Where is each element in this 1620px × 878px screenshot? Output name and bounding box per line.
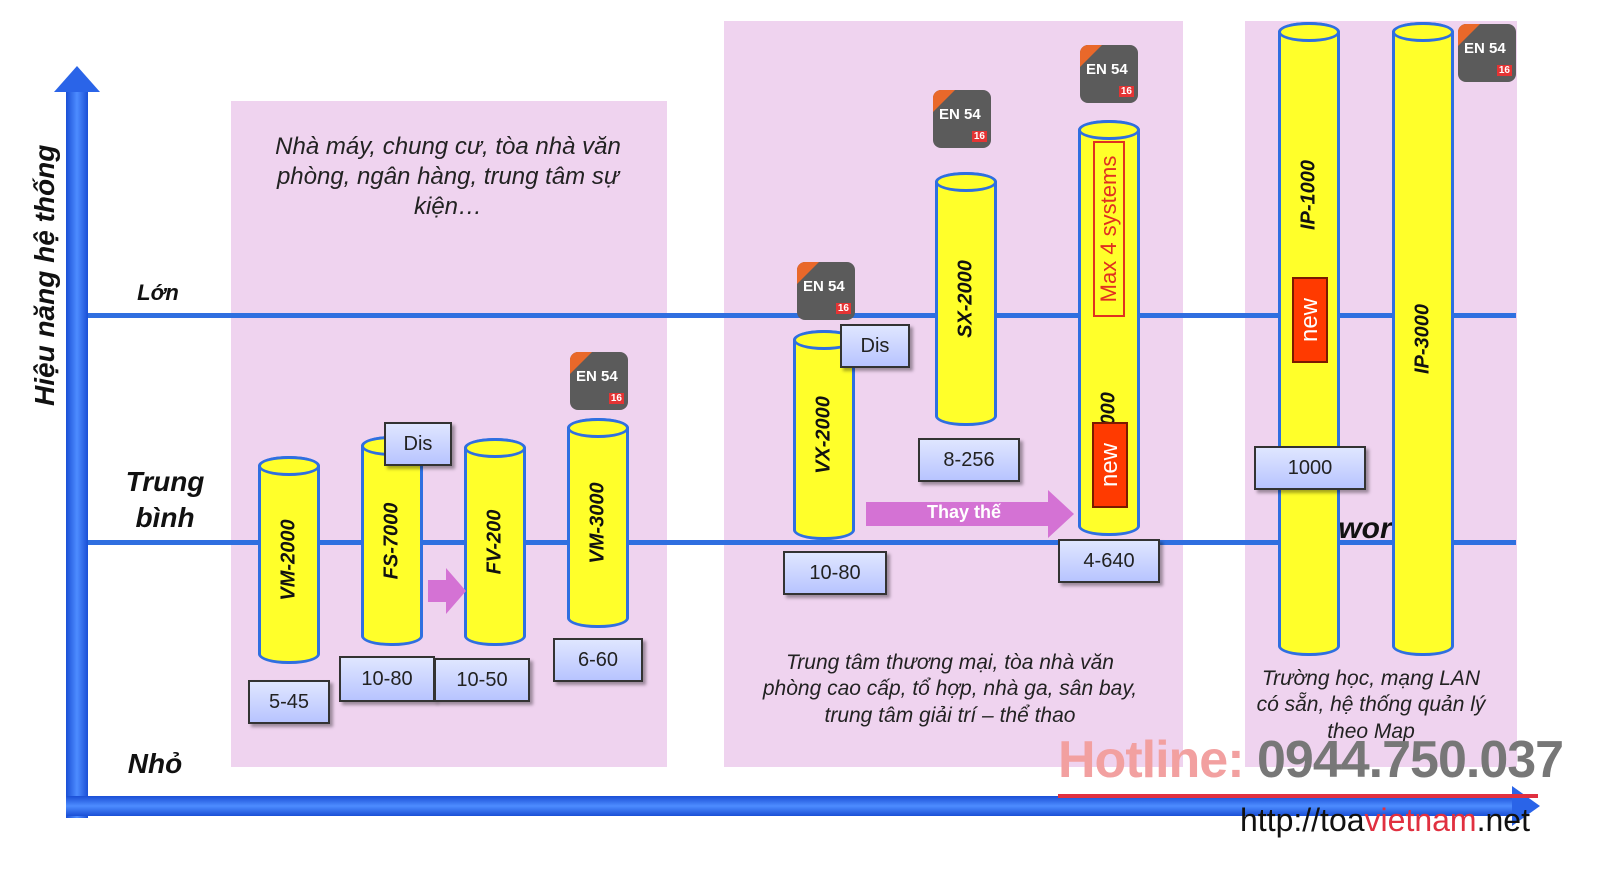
right-panel-description: Trường học, mạng LAN có sẵn, hệ thống qu…: [1256, 667, 1486, 743]
hotline-label: Hotline:: [1058, 731, 1245, 789]
replace-arrow-label: Thay thế: [926, 502, 1001, 522]
range-box-sx-2000: 8-256: [918, 438, 1020, 482]
level-label-small: Nhỏ: [127, 748, 183, 779]
product-cylinder-vm-3000: VM-3000: [567, 418, 629, 628]
product-cylinder-ip-3000: IP-3000: [1392, 22, 1454, 656]
dis-tag-vx-2000: Dis: [840, 324, 910, 368]
level-label-large: Lớn: [137, 280, 179, 305]
product-name: VM-3000: [586, 482, 609, 564]
note-text: Max 4 systems: [1096, 155, 1121, 303]
product-cylinder-sx-2000: SX-2000: [935, 172, 997, 426]
range-box-vm-3000: 6-60: [553, 638, 643, 682]
range-box-vm-2000: 5-45: [248, 680, 330, 724]
replace-arrow-icon: [866, 490, 1074, 538]
product-name: IP-1000: [1297, 159, 1320, 230]
url-part-2: vietnam: [1364, 802, 1477, 838]
product-cylinder-fs-7000: FS-7000: [361, 436, 423, 646]
level-label-medium: Trung bình: [125, 466, 205, 533]
y-axis-arrow-icon: [54, 66, 100, 92]
footer-divider: [1058, 794, 1538, 798]
product-cylinder-fv-200: FV-200: [464, 438, 526, 646]
vx-3000-max-systems-note: Max 4 systems: [1093, 141, 1125, 317]
left-panel-description: Nhà máy, chung cư, tòa nhà văn phòng, ng…: [275, 133, 621, 220]
y-axis-line: [66, 88, 88, 818]
y-axis-label: Hiệu năng hệ thống: [29, 144, 60, 406]
product-name: IP-3000: [1411, 303, 1434, 375]
product-name: VX-2000: [812, 396, 835, 474]
hotline-number: 0944.750.037: [1256, 731, 1564, 789]
fs-to-fv-arrow-icon: [428, 568, 466, 614]
range-box-vx-3000: 4-640: [1058, 539, 1160, 583]
product-name: VM-2000: [277, 519, 300, 601]
dis-tag-fs-7000: Dis: [384, 422, 452, 466]
range-box-vx-2000: 10-80: [783, 551, 887, 595]
level-line-medium: [88, 540, 1516, 545]
new-tag-ip-1000: new: [1292, 277, 1328, 363]
range-box-fs-7000: 10-80: [339, 656, 435, 702]
new-tag-vx-3000: new: [1092, 422, 1128, 508]
url-part-1: http://toa: [1240, 802, 1365, 838]
product-name: FS-7000: [380, 502, 403, 580]
hotline-watermark: Hotline: 0944.750.037: [1058, 730, 1564, 790]
url-part-3: .net: [1476, 802, 1530, 838]
range-box-fv-200: 10-50: [434, 658, 530, 702]
mid-panel-description: Trung tâm thương mại, tòa nhà văn phòng …: [762, 651, 1138, 727]
product-name: SX-2000: [954, 260, 977, 338]
x-axis-line: [66, 796, 1526, 816]
range-box-ip-1000: 1000: [1254, 446, 1366, 490]
product-cylinder-vm-2000: VM-2000: [258, 456, 320, 664]
website-url[interactable]: http://toavietnam.net: [1240, 802, 1530, 839]
product-name: FV-200: [483, 509, 506, 575]
